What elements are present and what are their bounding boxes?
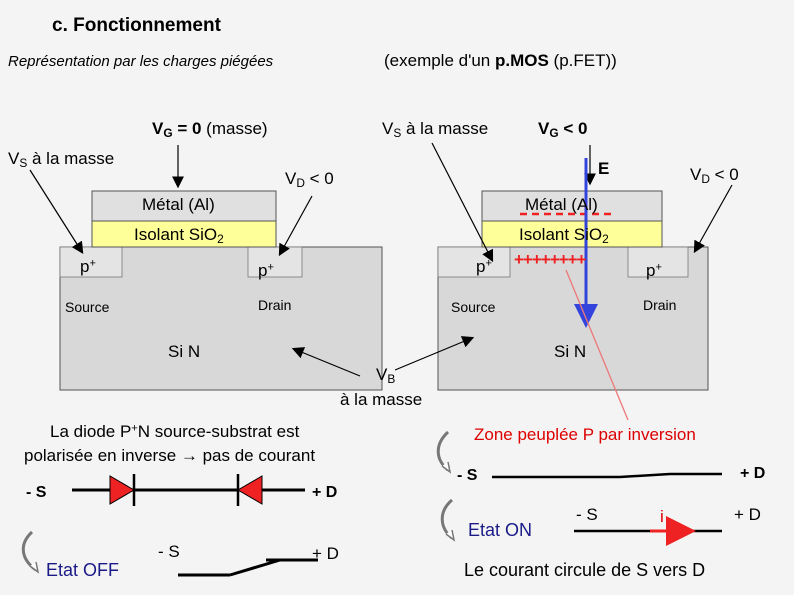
diode-text-line2: polarisée en inverse → pas de courant: [24, 446, 316, 465]
right-p-source: [437, 246, 511, 278]
arrow-bulk-right: [394, 336, 475, 371]
arrow-vs-left: [29, 169, 84, 255]
right-p-drain: [627, 246, 689, 278]
left-oxide: [91, 220, 277, 248]
bulk-label: VB: [376, 365, 396, 386]
left-source-label: Source: [65, 299, 110, 315]
left-metal: [91, 190, 277, 222]
left-metal-label: Métal (Al): [142, 195, 215, 214]
right-metal-label: Métal (Al): [525, 195, 598, 214]
left-substrate-label: Si N: [168, 342, 201, 361]
wire-s-label: - S: [576, 505, 598, 524]
positive-charges: ++++++++: [514, 250, 586, 269]
right-drain-label: Drain: [643, 297, 677, 313]
diode-right: [237, 475, 263, 505]
on-wire-3: [619, 472, 671, 479]
bulk-note: à la masse: [340, 390, 423, 409]
arrow-bulk-left: [291, 347, 361, 377]
right-p-source-label: p+: [476, 257, 492, 276]
off-state-label: Etat OFF: [46, 560, 120, 580]
wire-d-label: + D: [734, 505, 761, 524]
switch-blade: [229, 558, 281, 577]
right-oxide-label: Isolant SiO2: [519, 225, 609, 246]
right-oxide: [481, 220, 663, 248]
on-state-label: Etat ON: [468, 520, 533, 540]
left-vg-label: VG = 0 (masse): [152, 119, 268, 140]
on-note: Le courant circule de S vers D: [464, 560, 706, 580]
off-plus-d: + D: [312, 484, 338, 501]
off-minus-s: - S: [26, 484, 47, 501]
red-pointer: [565, 269, 629, 421]
field-label: E: [598, 159, 610, 178]
left-oxide-label: Isolant SiO2: [134, 225, 224, 246]
left-vd-label: VD < 0: [285, 169, 334, 190]
left-p-source-label: p+: [80, 257, 96, 276]
on-plus-d: + D: [740, 465, 766, 482]
arrow-vs-right: [431, 142, 494, 263]
left-drain-label: Drain: [258, 297, 292, 313]
right-substrate-label: Si N: [554, 342, 587, 361]
subtitle-left: Représentation par les charges piégées: [8, 53, 274, 70]
right-vs-label: VS à la masse: [382, 119, 489, 140]
switch-d-label: + D: [312, 544, 339, 563]
left-p-source: [59, 246, 123, 278]
current-label: i: [660, 507, 664, 526]
switch-s-label: - S: [158, 542, 180, 561]
left-p-drain: [247, 246, 303, 278]
zone-label: Zone peuplée P par inversion: [474, 425, 696, 444]
right-source-label: Source: [451, 299, 496, 315]
left-vs-label: VS à la masse: [8, 149, 115, 170]
on-minus-s: - S: [457, 467, 478, 484]
right-vg-label: VG < 0: [538, 119, 588, 140]
arrow-vd-right: [693, 184, 733, 254]
right-p-drain-label: p+: [646, 261, 662, 280]
left-p-drain-label: p+: [258, 261, 274, 280]
subtitle-right: (exemple d'un p.MOS (p.FET)): [384, 51, 617, 70]
arrow-vd-left: [278, 195, 313, 257]
diode-left: [109, 475, 135, 505]
right-vd-label: VD < 0: [690, 165, 739, 186]
diode-text-line1: La diode P+N source-substrat est: [50, 422, 300, 441]
section-title: c. Fonctionnement: [52, 15, 221, 36]
